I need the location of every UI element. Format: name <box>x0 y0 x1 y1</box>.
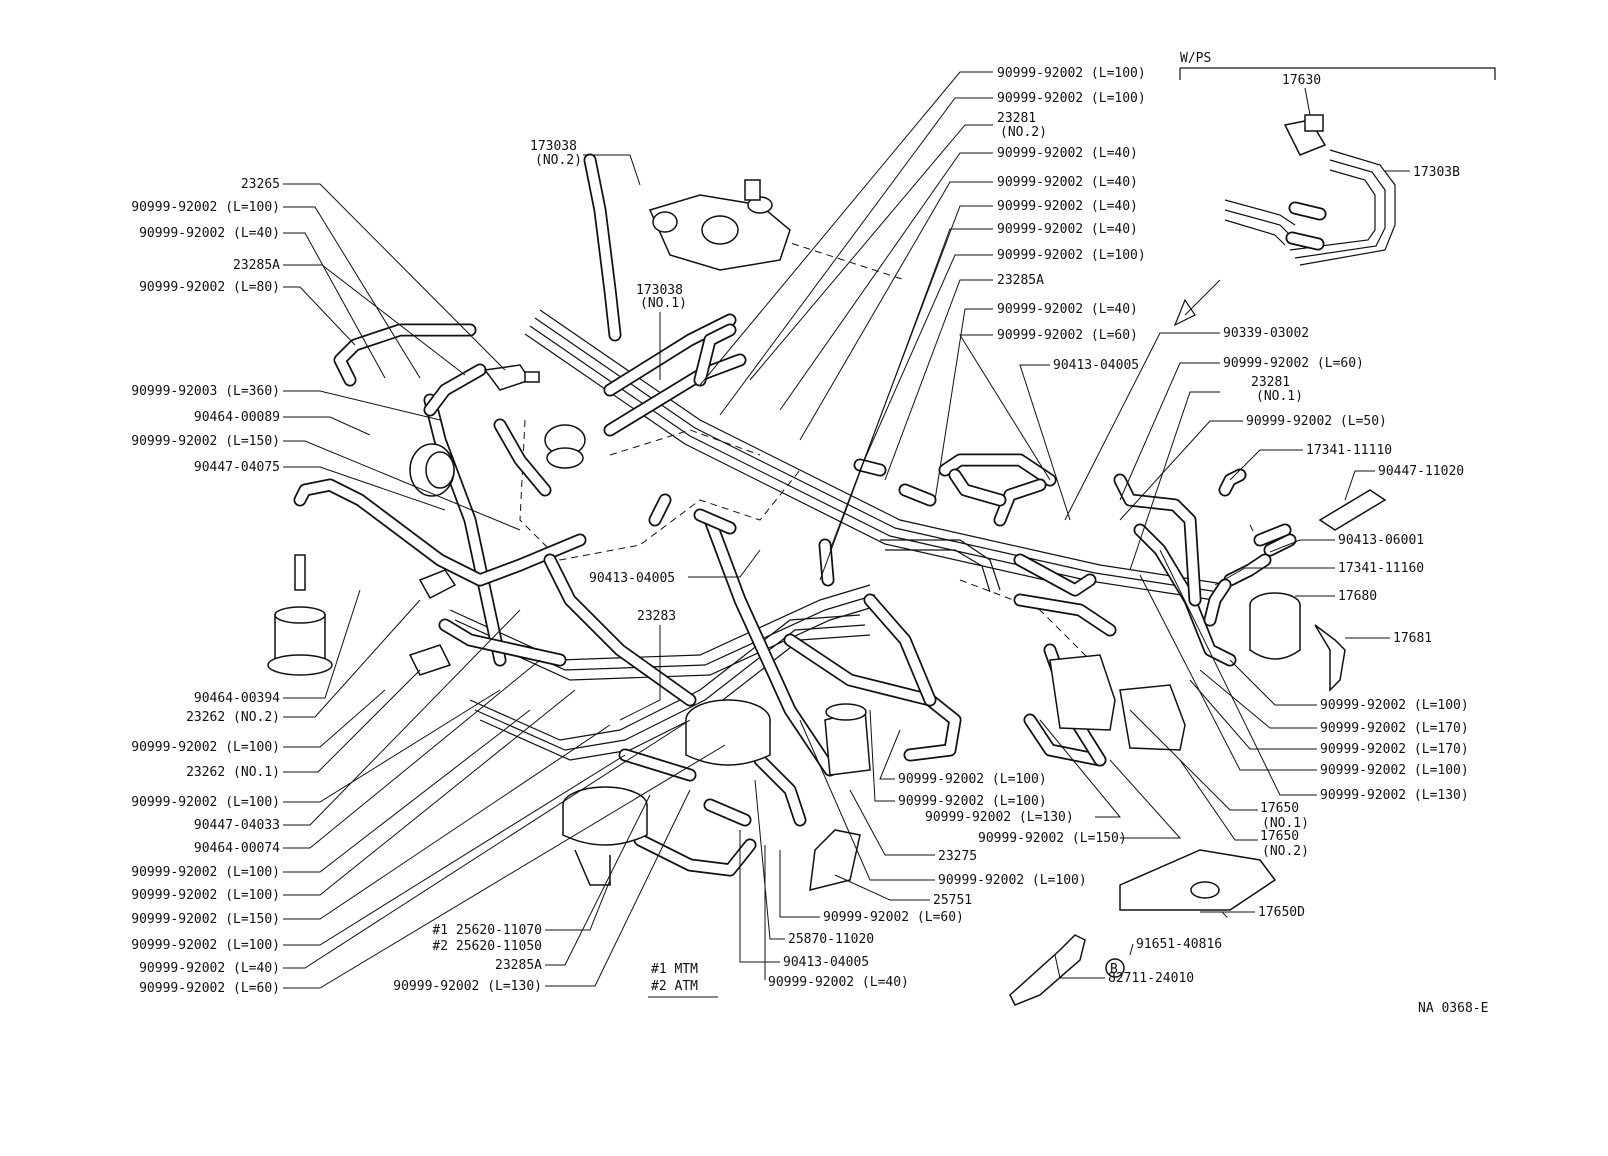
label-hose-40: 90999-92002 (L=40) <box>139 961 280 976</box>
label-25751: 25751 <box>933 893 972 908</box>
label-23285a: 23285A <box>997 273 1044 288</box>
label-hose-60: 90999-92002 (L=60) <box>997 328 1138 343</box>
label-hose-80: 90999-92002 (L=80) <box>139 280 280 295</box>
inset-title: W/PS <box>1180 51 1211 66</box>
label-90447-04033: 90447-04033 <box>194 818 280 833</box>
label-23281-no2-sub: (NO.2) <box>1000 125 1047 140</box>
label-23281-no2: 23281 <box>997 111 1036 126</box>
label-hose-130: 90999-92002 (L=130) <box>1320 788 1469 803</box>
labels-right: 90999-92002 (L=100) 90999-92002 (L=100) … <box>997 66 1469 986</box>
vacuum-pipe-bundle <box>449 309 1231 761</box>
label-91651-40816: 91651-40816 <box>1136 937 1222 952</box>
label-23265: 23265 <box>241 177 280 192</box>
inset-labels: W/PS 17630 17303B <box>1180 51 1460 180</box>
label-23281-no1: 23281 <box>1251 375 1290 390</box>
label-hose-170: 90999-92002 (L=170) <box>1320 742 1469 757</box>
components <box>267 114 1387 1006</box>
label-hose-150: 90999-92002 (L=150) <box>978 831 1127 846</box>
label-hose-40: 90999-92002 (L=40) <box>997 302 1138 317</box>
label-17680: 17680 <box>1338 589 1377 604</box>
label-hose-60: 90999-92002 (L=60) <box>823 910 964 925</box>
label-82711-24010: 82711-24010 <box>1108 971 1194 986</box>
label-90464-00089: 90464-00089 <box>194 410 280 425</box>
label-hose-40: 90999-92002 (L=40) <box>997 199 1138 214</box>
label-hose-150: 90999-92002 (L=150) <box>131 434 280 449</box>
label-90413-06001: 90413-06001 <box>1338 533 1424 548</box>
label-23262-no2: 23262 (NO.2) <box>186 710 280 725</box>
label-hose-100: 90999-92002 (L=100) <box>131 938 280 953</box>
label-17650-no2-sub: (NO.2) <box>1262 844 1309 859</box>
label-17650d: 17650D <box>1258 905 1305 920</box>
label-23285a: 23285A <box>233 258 280 273</box>
label-hose-60: 90999-92002 (L=60) <box>1223 356 1364 371</box>
label-hose-100: 90999-92002 (L=100) <box>997 66 1146 81</box>
label-25620-mtm: #1 25620-11070 <box>432 923 542 938</box>
label-90413-04005: 90413-04005 <box>589 571 675 586</box>
label-23262-no1: 23262 (NO.1) <box>186 765 280 780</box>
label-hose-40: 90999-92002 (L=40) <box>997 175 1138 190</box>
label-90447-11020: 90447-11020 <box>1378 464 1464 479</box>
label-hose-60: 90999-92002 (L=60) <box>139 981 280 996</box>
label-hose-40: 90999-92002 (L=40) <box>139 226 280 241</box>
label-17303b: 17303B <box>1413 165 1460 180</box>
inset-wps-bundle <box>1173 67 1496 327</box>
label-hose-40: 90999-92002 (L=40) <box>997 146 1138 161</box>
label-90413-04005: 90413-04005 <box>1053 358 1139 373</box>
label-173038-no1: 173038 <box>636 283 683 298</box>
label-hose-100: 90999-92002 (L=100) <box>1320 763 1469 778</box>
label-hose-170: 90999-92002 (L=170) <box>1320 721 1469 736</box>
label-17681: 17681 <box>1393 631 1432 646</box>
label-hose-100: 90999-92002 (L=100) <box>1320 698 1469 713</box>
label-hose-360: 90999-92003 (L=360) <box>131 384 280 399</box>
label-hose-100: 90999-92002 (L=100) <box>131 200 280 215</box>
label-23281-no1-sub: (NO.1) <box>1256 389 1303 404</box>
label-17650-no1-sub: (NO.1) <box>1262 816 1309 831</box>
label-173038-no1-sub: (NO.1) <box>640 296 687 311</box>
label-90413-04005: 90413-04005 <box>783 955 869 970</box>
label-hose-100: 90999-92002 (L=100) <box>898 772 1047 787</box>
label-hose-50: 90999-92002 (L=50) <box>1246 414 1387 429</box>
labels-center: 173038 (NO.1) 23283 90413-04005 #1 25620… <box>393 283 1127 998</box>
label-hose-100: 90999-92002 (L=100) <box>898 794 1047 809</box>
label-17341-11160: 17341-11160 <box>1338 561 1424 576</box>
rubber-hoses <box>293 153 1297 877</box>
leader-lines <box>283 71 1410 989</box>
label-23285a: 23285A <box>495 958 542 973</box>
label-hose-40: 90999-92002 (L=40) <box>768 975 909 990</box>
label-25870-11020: 25870-11020 <box>788 932 874 947</box>
label-hose-100: 90999-92002 (L=100) <box>938 873 1087 888</box>
labels-left: 173038 (NO.2) 23265 90999-92002 (L=100) … <box>131 139 582 996</box>
label-90464-00074: 90464-00074 <box>194 841 280 856</box>
label-173038-no2: 173038 <box>530 139 577 154</box>
label-hose-100: 90999-92002 (L=100) <box>131 740 280 755</box>
label-hose-150: 90999-92002 (L=150) <box>131 912 280 927</box>
label-hose-100: 90999-92002 (L=100) <box>131 865 280 880</box>
figure-code: NA 0368-E <box>1418 1001 1488 1016</box>
label-25620-atm: #2 25620-11050 <box>432 939 542 954</box>
label-173038-no2-sub: (NO.2) <box>535 153 582 168</box>
label-hose-100: 90999-92002 (L=100) <box>997 248 1146 263</box>
bolt-symbol <box>1105 958 1125 978</box>
label-hose-130: 90999-92002 (L=130) <box>393 979 542 994</box>
label-90339-03002: 90339-03002 <box>1223 326 1309 341</box>
label-hose-40: 90999-92002 (L=40) <box>997 222 1138 237</box>
legend-mtm: #1 MTM <box>651 962 698 977</box>
label-17650-no1: 17650 <box>1260 801 1299 816</box>
label-hose-100: 90999-92002 (L=100) <box>131 888 280 903</box>
label-23275: 23275 <box>938 849 977 864</box>
label-90464-00394: 90464-00394 <box>194 691 280 706</box>
label-17341-11110: 17341-11110 <box>1306 443 1392 458</box>
label-hose-100: 90999-92002 (L=100) <box>997 91 1146 106</box>
label-hose-100: 90999-92002 (L=100) <box>131 795 280 810</box>
legend-atm: #2 ATM <box>651 979 698 994</box>
label-17630: 17630 <box>1282 73 1321 88</box>
bolt-mark: B <box>1110 962 1118 977</box>
label-hose-130: 90999-92002 (L=130) <box>925 810 1074 825</box>
label-17650-no2: 17650 <box>1260 829 1299 844</box>
label-90447-04075: 90447-04075 <box>194 460 280 475</box>
label-23283: 23283 <box>637 609 676 624</box>
